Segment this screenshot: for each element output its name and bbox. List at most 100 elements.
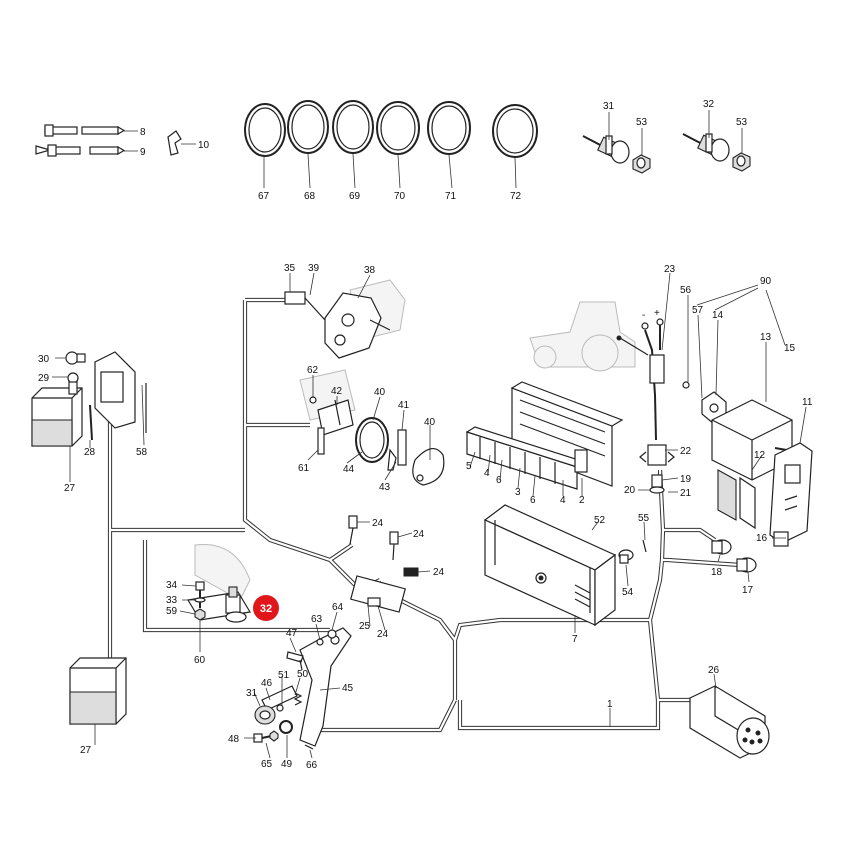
spring-50[interactable] <box>293 692 303 706</box>
callout-35[interactable]: 35 <box>284 263 296 274</box>
callout-55[interactable]: 55 <box>638 513 650 524</box>
screw-28[interactable] <box>89 404 93 441</box>
callout-64[interactable]: 64 <box>332 602 344 613</box>
callout-18[interactable]: 18 <box>711 567 723 578</box>
callout-24-b[interactable]: 24 <box>413 529 425 540</box>
cable-tie-8[interactable] <box>44 124 126 137</box>
callout-52[interactable]: 52 <box>594 515 606 526</box>
ring-69[interactable] <box>332 100 374 154</box>
gasket-12[interactable] <box>717 469 756 530</box>
callout-40-b[interactable]: 40 <box>424 417 436 428</box>
lamp-holder-31[interactable] <box>582 135 630 164</box>
callout-42[interactable]: 42 <box>331 386 343 397</box>
callout-28[interactable]: 28 <box>84 447 96 458</box>
cover-40[interactable] <box>412 448 445 486</box>
callout-15[interactable]: 15 <box>784 343 796 354</box>
gasket-44[interactable] <box>355 417 389 463</box>
cable-tie-9[interactable] <box>35 144 126 157</box>
screw-55[interactable] <box>642 539 647 553</box>
ring-68[interactable] <box>287 100 329 154</box>
callout-53-left[interactable]: 53 <box>636 117 648 128</box>
seal-20-21[interactable] <box>649 486 665 494</box>
grommet-54[interactable] <box>618 549 634 564</box>
callout-68[interactable]: 68 <box>304 191 316 202</box>
callout-70[interactable]: 70 <box>394 191 406 202</box>
callout-53-right[interactable]: 53 <box>736 117 748 128</box>
callout-16[interactable]: 16 <box>756 533 768 544</box>
callout-30[interactable]: 30 <box>38 354 50 365</box>
nut-53-left[interactable] <box>632 154 651 174</box>
nut-65[interactable] <box>269 730 279 742</box>
callout-31-top[interactable]: 31 <box>603 101 615 112</box>
rear-lamp-27-top[interactable] <box>31 387 83 447</box>
callout-24-d[interactable]: 24 <box>377 629 389 640</box>
callout-38[interactable]: 38 <box>364 265 376 276</box>
callout-12[interactable]: 12 <box>754 450 766 461</box>
callout-32-top[interactable]: 32 <box>703 99 715 110</box>
clip-10[interactable] <box>167 130 182 156</box>
lamp-bracket-58[interactable] <box>94 351 147 433</box>
callout-21[interactable]: 21 <box>680 488 692 499</box>
callout-47[interactable]: 47 <box>286 628 298 639</box>
lamp-holder-32[interactable] <box>682 133 730 162</box>
callout-65[interactable]: 65 <box>261 759 273 770</box>
washer-64[interactable] <box>327 629 337 639</box>
connector-39[interactable] <box>284 291 326 321</box>
callout-11[interactable]: 11 <box>802 397 813 408</box>
callout-1[interactable]: 1 <box>607 699 613 710</box>
callout-7[interactable]: 7 <box>572 634 578 645</box>
callout-24-a[interactable]: 24 <box>372 518 384 529</box>
callout-3[interactable]: 3 <box>515 487 521 498</box>
callout-69[interactable]: 69 <box>349 191 361 202</box>
nut-59[interactable] <box>194 608 206 621</box>
trailer-socket-26[interactable] <box>689 685 770 759</box>
callout-48[interactable]: 48 <box>228 734 240 745</box>
pin-47[interactable] <box>286 651 304 671</box>
socket-housing-22[interactable] <box>639 444 675 466</box>
callout-6-a[interactable]: 6 <box>496 475 502 486</box>
control-panel-11[interactable] <box>769 442 813 544</box>
callout-5[interactable]: 5 <box>466 461 472 472</box>
callout-90[interactable]: 90 <box>760 276 772 287</box>
switch-41[interactable] <box>397 429 407 466</box>
callout-2[interactable]: 2 <box>579 495 585 506</box>
callout-23[interactable]: 23 <box>664 264 676 275</box>
plug-19[interactable] <box>651 474 663 488</box>
callout-14[interactable]: 14 <box>712 310 724 321</box>
ring-71[interactable] <box>427 101 471 155</box>
callout-39[interactable]: 39 <box>308 263 320 274</box>
knob-43[interactable] <box>387 448 397 471</box>
callout-49[interactable]: 49 <box>281 759 293 770</box>
plug-18[interactable] <box>711 539 732 555</box>
callout-57[interactable]: 57 <box>692 305 704 316</box>
highlight-badge[interactable]: 32 <box>253 595 279 621</box>
cable-tie-24-c[interactable] <box>403 567 419 577</box>
callout-46[interactable]: 46 <box>261 678 273 689</box>
ring-70[interactable] <box>376 101 420 155</box>
callout-24-c[interactable]: 24 <box>433 567 445 578</box>
screw-42[interactable] <box>334 399 341 426</box>
callout-34[interactable]: 34 <box>166 580 178 591</box>
callout-67[interactable]: 67 <box>258 191 270 202</box>
terminal-block-2-6[interactable] <box>465 426 588 490</box>
callout-19[interactable]: 19 <box>680 474 692 485</box>
plug-17[interactable] <box>736 557 757 573</box>
callout-10[interactable]: 10 <box>198 140 210 151</box>
callout-22[interactable]: 22 <box>680 446 692 457</box>
lever-45[interactable] <box>299 627 352 747</box>
cable-tie-24-b[interactable] <box>389 531 399 561</box>
ring-49[interactable] <box>279 720 293 734</box>
callout-56[interactable]: 56 <box>680 285 692 296</box>
callout-27-top[interactable]: 27 <box>64 483 76 494</box>
callout-59[interactable]: 59 <box>166 606 178 617</box>
callout-44[interactable]: 44 <box>343 464 355 475</box>
ring-72[interactable] <box>492 104 538 158</box>
nut-53-right[interactable] <box>732 152 751 172</box>
callout-63[interactable]: 63 <box>311 614 323 625</box>
callout-50[interactable]: 50 <box>297 669 309 680</box>
callout-25[interactable]: 25 <box>359 621 371 632</box>
callout-4-b[interactable]: 4 <box>560 495 566 506</box>
callout-17[interactable]: 17 <box>742 585 754 596</box>
callout-27-bottom[interactable]: 27 <box>80 745 92 756</box>
callout-51[interactable]: 51 <box>278 670 290 681</box>
